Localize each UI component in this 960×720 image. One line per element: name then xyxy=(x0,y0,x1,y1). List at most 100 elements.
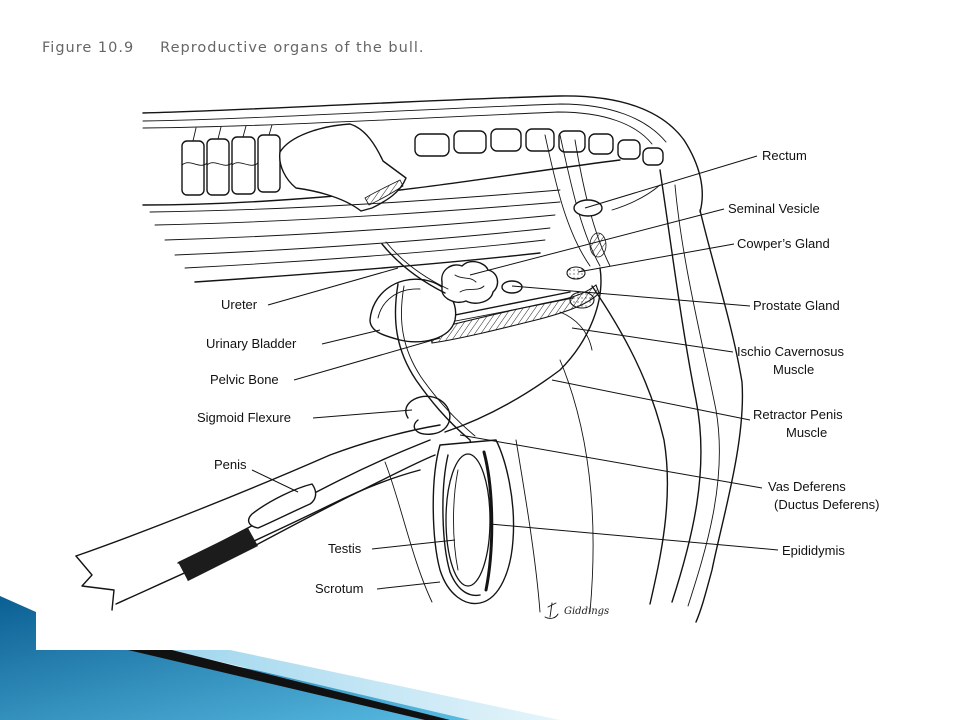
muscle-fiber-line xyxy=(149,189,561,213)
leader-line-seminal-vesicle xyxy=(469,208,725,276)
rectum xyxy=(544,134,611,267)
vertebra xyxy=(206,138,230,196)
label-retractor-penis-line1: Retractor Penis xyxy=(753,407,843,422)
tail-vertebra xyxy=(642,147,664,166)
label-vas-deferens-line1: Vas Deferens xyxy=(768,479,846,494)
label-vas-deferens-line2: (Ductus Deferens) xyxy=(774,497,879,512)
illustrator-signature: Giddings xyxy=(544,602,609,619)
tail-hair-line xyxy=(674,184,720,607)
leader-line-vas-deferens xyxy=(459,434,763,489)
sacral-canal-hatch xyxy=(364,179,404,206)
figure-number: Figure 10.9 xyxy=(42,40,135,56)
penis-glans-dark xyxy=(178,528,258,581)
leader-line-retractor-penis xyxy=(551,379,751,421)
signature-flourish xyxy=(544,602,559,619)
leader-lines xyxy=(251,155,779,590)
theme-light-band xyxy=(170,650,560,720)
tail-outline xyxy=(659,169,702,603)
label-rectum: Rectum xyxy=(762,148,807,163)
muscle-fibres xyxy=(149,189,561,283)
leader-line-testis xyxy=(371,539,456,550)
tail-vertebra xyxy=(490,128,522,152)
rectum-wall xyxy=(544,134,591,267)
muscle-fiber-line xyxy=(174,227,551,256)
theme-blue-band xyxy=(0,596,520,720)
ischio-cavernosus-muscle xyxy=(559,311,593,351)
seminal-vesicle-lobes xyxy=(454,274,485,293)
tail-hair-line xyxy=(611,184,661,211)
sigmoid-flexure xyxy=(405,395,451,435)
anal-sphincter-shading xyxy=(589,232,607,258)
retractor-penis-muscle xyxy=(444,267,602,433)
tail-vertebra xyxy=(414,133,450,157)
thigh-outline xyxy=(591,285,669,605)
vertebra xyxy=(181,140,205,196)
muscle-fiber-line xyxy=(184,239,546,269)
tail-vertebra xyxy=(588,133,614,155)
label-prostate-gland: Prostate Gland xyxy=(753,298,840,313)
epididymis xyxy=(482,450,494,592)
seminal-vesicle xyxy=(441,260,499,304)
leader-line-epididymis xyxy=(489,523,779,551)
figure-caption: Reproductive organs of the bull. xyxy=(160,40,425,56)
spinous-process-lines xyxy=(192,124,273,142)
tail-vertebra xyxy=(453,130,487,154)
label-cowpers-gland: Cowper’s Gland xyxy=(737,236,830,251)
tail-vertebra xyxy=(525,128,555,152)
leader-line-ischio-cavernosus xyxy=(571,327,734,353)
vertebra xyxy=(231,136,256,195)
tail-vertebra xyxy=(617,139,641,160)
label-penis: Penis xyxy=(214,457,247,472)
label-ischio-cavernosus-line1: Ischio Cavernosus xyxy=(737,344,844,359)
leader-line-scrotum xyxy=(376,581,441,590)
ureter-wall xyxy=(385,241,449,290)
abdomen-line xyxy=(384,461,433,603)
vas-deferens-wall xyxy=(400,285,476,437)
tail-vertebra xyxy=(558,130,586,153)
bladder-wall-shading xyxy=(377,288,421,319)
vertebral-facets xyxy=(181,162,259,166)
scrotum-inner-wall xyxy=(442,454,481,597)
muscle-lower-boundary xyxy=(194,252,541,283)
leader-line-prostate-gland xyxy=(511,285,751,307)
label-epididymis: Epididymis xyxy=(782,543,845,558)
belly-sheath-lower xyxy=(115,469,421,605)
scrotum-skin-line xyxy=(515,439,541,613)
label-retractor-penis-line2: Muscle xyxy=(786,425,827,440)
sacrum-bone xyxy=(279,123,407,212)
thigh-muscle-line xyxy=(559,359,594,613)
theme-decoration xyxy=(0,596,560,720)
slide-title: Figure 10.9 Reproductive organs of the bu… xyxy=(42,40,425,56)
diagram-labels: Rectum Seminal Vesicle Cowper’s Gland Pr… xyxy=(197,148,879,596)
spine-lower-boundary xyxy=(142,159,621,206)
vertebra xyxy=(257,134,281,193)
cowpers-gland xyxy=(566,266,586,280)
belly-sheath-upper xyxy=(75,424,441,557)
rump-outline xyxy=(695,209,744,623)
vas-deferens xyxy=(394,283,482,523)
sheath-tip xyxy=(75,555,115,611)
penile-bulb xyxy=(569,291,595,309)
prepuce xyxy=(247,483,317,529)
label-scrotum: Scrotum xyxy=(315,581,363,596)
leader-line-penis xyxy=(251,469,299,493)
bull-reproductive-diagram xyxy=(75,95,744,623)
leader-line-sigmoid-flexure xyxy=(312,409,413,419)
muscle-fiber-line xyxy=(164,214,556,241)
label-testis: Testis xyxy=(328,541,362,556)
signature-text: Giddings xyxy=(564,606,609,617)
back-fat-line xyxy=(142,103,667,143)
muscle-fiber-line xyxy=(154,201,561,226)
ureter xyxy=(381,243,446,294)
back-fat-line-inner xyxy=(142,111,653,145)
testis-shading xyxy=(453,469,459,571)
leader-line-urinary-bladder xyxy=(321,329,381,345)
leader-line-rectum xyxy=(584,155,758,209)
theme-black-stripe xyxy=(128,650,450,720)
anal-opening xyxy=(573,199,603,217)
label-ureter: Ureter xyxy=(221,297,258,312)
leader-line-pelvic-bone xyxy=(293,337,441,381)
leader-line-ureter xyxy=(267,267,399,306)
label-urinary-bladder: Urinary Bladder xyxy=(206,336,297,351)
